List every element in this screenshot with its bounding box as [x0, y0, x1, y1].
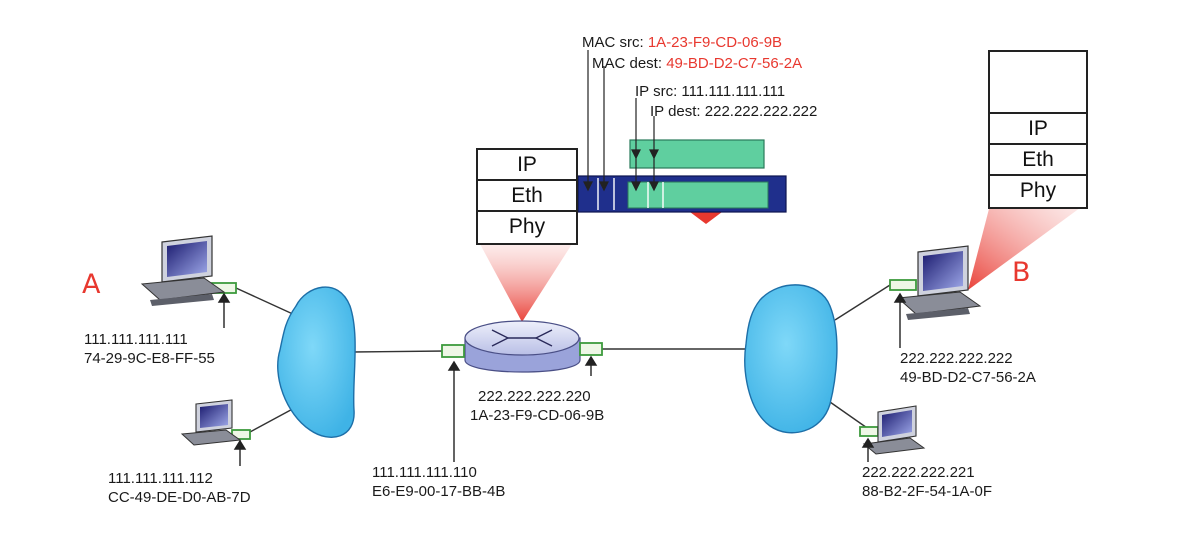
host-a2-ip: 111.111.111.112 — [108, 470, 213, 487]
computer-a2-icon — [180, 399, 242, 446]
link-cloud-left-to-router — [351, 350, 447, 353]
computer-b-icon — [896, 245, 982, 320]
router-left-interface — [441, 344, 465, 358]
host-a-ip: 111.111.111.111 — [84, 331, 188, 348]
host-b-ip: 222.222.222.222 — [900, 350, 1013, 367]
host-b2-interface — [859, 426, 879, 437]
host-b-interface — [889, 279, 917, 291]
host-a2-mac: CC-49-DE-D0-AB-7D — [108, 489, 251, 506]
router-stack-beam — [480, 244, 572, 322]
router-arrows-icon — [491, 329, 553, 347]
host-b-stack-layer-eth: Eth — [990, 145, 1086, 176]
host-b2-mac: 88-B2-2F-54-1A-0F — [862, 483, 993, 500]
host-b-mac: 49-BD-D2-C7-56-2A — [900, 369, 1036, 386]
mac-src-line: MAC src: 1A-23-F9-CD-06-9B — [582, 34, 782, 52]
frame-callouts — [583, 50, 659, 192]
host-a-letter: A — [82, 269, 101, 300]
router-stack-layer-eth: Eth — [478, 181, 576, 212]
router-left-ip: 111.111.111.110 — [372, 464, 477, 481]
host-b-protocol-stack: IP Eth Phy — [988, 50, 1088, 209]
ip-datagram — [629, 139, 765, 169]
computer-a-icon — [140, 235, 226, 306]
mac-src-label: MAC src: — [582, 34, 644, 51]
router-protocol-stack: IP Eth Phy — [476, 148, 578, 245]
mac-dest-label: MAC dest: — [592, 55, 663, 72]
host-b-letter: B — [1012, 257, 1031, 288]
router-stack-layer-phy: Phy — [508, 215, 546, 238]
ip-dest-label: IP dest: 222.222.222.222 — [650, 103, 818, 120]
mac-dest-line: MAC dest: 49-BD-D2-C7-56-2A — [592, 55, 802, 73]
link-cloud-right-to-b — [834, 284, 891, 321]
mac-dest-value: 49-BD-D2-C7-56-2A — [666, 55, 803, 72]
frame-pointer — [690, 212, 722, 224]
ip-src-label: IP src: 111.111.111.111 — [635, 83, 786, 100]
router-right-mac: 1A-23-F9-CD-06-9B — [470, 407, 605, 424]
computer-b2-icon — [862, 405, 926, 455]
router-stack-layer-ip: IP — [478, 150, 576, 181]
interface-pointers — [217, 292, 907, 466]
mac-src-value: 1A-23-F9-CD-06-9B — [647, 34, 783, 51]
host-b-stack-layer-ip: IP — [990, 114, 1086, 145]
host-b-stack-layer-app — [990, 52, 1086, 114]
host-b-stack-beam — [968, 205, 1084, 290]
host-a-mac: 74-29-9C-E8-FF-55 — [84, 350, 215, 367]
router-right-ip: 222.222.222.220 — [478, 388, 591, 405]
network-cloud-right — [744, 284, 838, 434]
network-cloud-left — [277, 286, 356, 438]
router — [464, 320, 581, 373]
host-b2-ip: 222.222.222.221 — [862, 464, 975, 481]
ethernet-frame — [577, 175, 787, 213]
router-right-interface — [579, 342, 603, 356]
router-left-mac: E6-E9-00-17-BB-4B — [372, 483, 506, 500]
host-b-stack-layer-phy: Phy — [1019, 179, 1057, 202]
link-a-to-cloud — [235, 287, 296, 316]
